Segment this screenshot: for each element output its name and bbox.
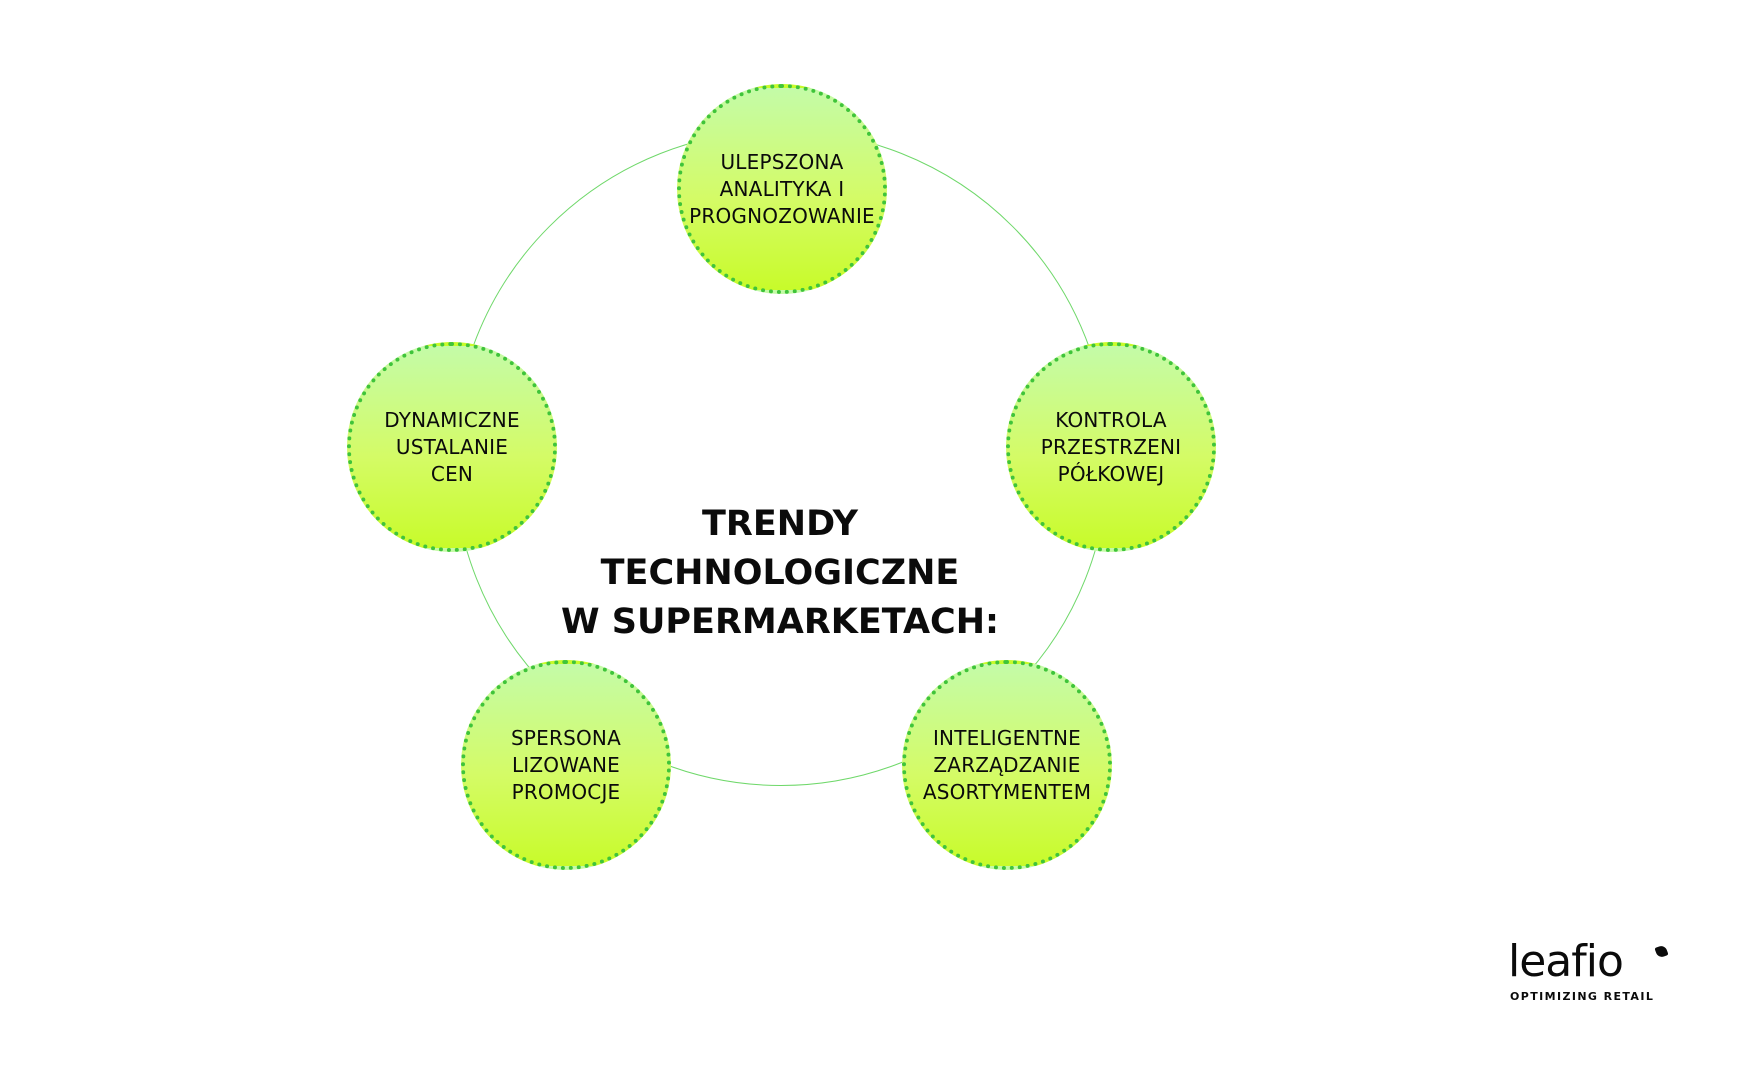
node-label: INTELIGENTNE ZARZĄDZANIE ASORTYMENTEM xyxy=(922,725,1092,804)
leafio-logo: leafio OPTIMIZING RETAIL xyxy=(1508,936,1669,1003)
node-dynamic-pricing: DYNAMICZNE USTALANIE CEN xyxy=(347,342,557,552)
node-assortment-management: INTELIGENTNE ZARZĄDZANIE ASORTYMENTEM xyxy=(902,660,1112,870)
node-label: KONTROLA PRZESTRZENI PÓŁKOWEJ xyxy=(1040,407,1182,486)
leaf-icon xyxy=(1654,944,1669,959)
node-label: SPERSONA LIZOWANE PROMOCJE xyxy=(511,725,621,804)
node-analytics-forecasting: ULEPSZONA ANALITYKA I PROGNOZOWANIE xyxy=(677,84,887,294)
node-personalized-promotions: SPERSONA LIZOWANE PROMOCJE xyxy=(461,660,671,870)
node-label: DYNAMICZNE USTALANIE CEN xyxy=(384,407,520,486)
logo-wordmark: leafio xyxy=(1508,936,1624,987)
node-shelf-space-control: KONTROLA PRZESTRZENI PÓŁKOWEJ xyxy=(1006,342,1216,552)
node-label: ULEPSZONA ANALITYKA I PROGNOZOWANIE xyxy=(689,149,875,228)
diagram-title: TRENDY TECHNOLOGICZNE W SUPERMARKETACH: xyxy=(560,504,1000,642)
logo-tagline: OPTIMIZING RETAIL xyxy=(1510,990,1655,1003)
